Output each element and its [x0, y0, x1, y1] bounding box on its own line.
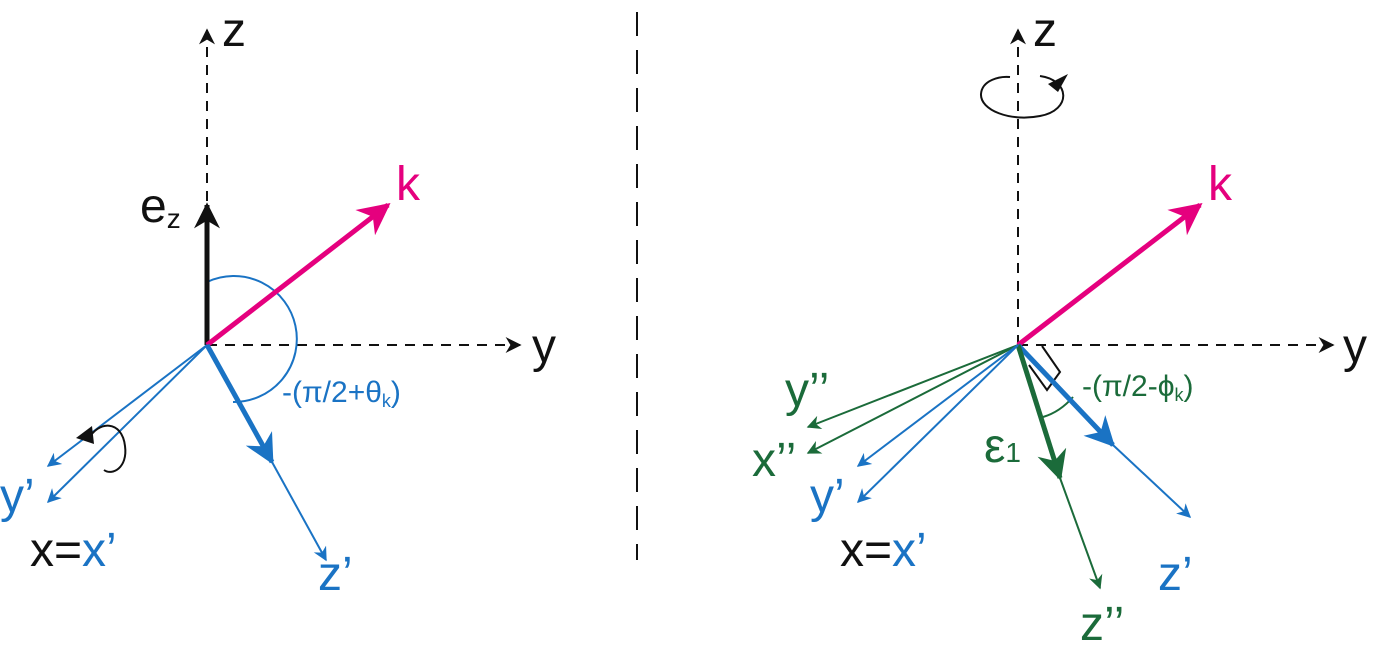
- left-yprime-label: y’: [0, 470, 35, 523]
- left-rotation-arrowhead: [76, 426, 94, 444]
- left-angle-label: -(π/2+θk): [282, 376, 401, 411]
- left-k-label: k: [396, 158, 421, 211]
- left-zprime-bold-vector: [204, 343, 275, 465]
- right-yprime-label: y’: [810, 470, 845, 523]
- left-angle-pre: -(π/2+θ: [282, 376, 382, 409]
- left-panel: z y ez k -(π/2+θk) y’ x=x’ z’: [0, 4, 556, 601]
- left-yprime-vector: [46, 344, 208, 467]
- left-angle-arc: [206, 275, 298, 404]
- right-x-eq: x=: [840, 524, 892, 577]
- left-zprime-vector: [271, 461, 327, 562]
- ez-label: ez: [140, 180, 181, 234]
- right-x-label: x=x’: [840, 524, 927, 577]
- epsilon1-label: ε1: [984, 420, 1021, 473]
- left-angle-sub: k: [382, 391, 392, 411]
- ydouble-vector: [806, 344, 1019, 429]
- epsilon1-base: ε: [984, 420, 1005, 473]
- left-y-axis-label: y: [532, 320, 556, 373]
- right-rotation-arrowhead: [1048, 74, 1068, 92]
- ydouble-label: y’’: [785, 364, 829, 417]
- right-zprime-label: z’: [1158, 548, 1193, 601]
- ez-label-base: e: [140, 180, 167, 233]
- right-k-label: k: [1208, 158, 1233, 211]
- left-rotation-arrow: [87, 424, 127, 473]
- left-z-axis-label: z: [222, 4, 246, 57]
- left-xprime-vector: [47, 344, 208, 503]
- left-k-vector: [205, 203, 391, 347]
- epsilon1-sub: 1: [1005, 437, 1021, 468]
- xdouble-label: x’’: [752, 434, 796, 487]
- zdouble-vector: [1059, 477, 1103, 590]
- xdouble-vector: [806, 344, 1019, 454]
- right-zprime-bold-vector: [1016, 343, 1116, 448]
- left-xprime-label: x’: [82, 524, 117, 577]
- left-x-eq: x=: [30, 524, 82, 577]
- left-angle-post: ): [391, 376, 401, 409]
- right-xprime-vector: [857, 344, 1019, 503]
- right-zprime-vector: [1112, 444, 1192, 518]
- left-x-label: x=x’: [30, 524, 117, 577]
- zdouble-label: z’’: [1080, 598, 1124, 651]
- right-rotation-arrow: [979, 75, 1065, 119]
- right-angle-post: ): [1184, 370, 1194, 403]
- right-angle-label: -(π/2-ϕk): [1082, 370, 1194, 405]
- right-xprime-label: x’: [892, 524, 927, 577]
- right-panel: z y k -(π/2-ϕk) y’’ x’’ y’ x=x’ ε1 z’ z’…: [752, 4, 1367, 651]
- left-zprime-label: z’: [318, 548, 353, 601]
- right-k-vector: [1016, 203, 1203, 347]
- ez-label-sub: z: [167, 203, 181, 234]
- right-yprime-vector: [856, 344, 1019, 467]
- right-z-axis-label: z: [1033, 4, 1057, 57]
- right-angle-pre: -(π/2-ϕ: [1082, 370, 1175, 403]
- right-angle-sub: k: [1175, 385, 1185, 405]
- epsilon1-vector: [1015, 344, 1067, 481]
- right-y-axis-label: y: [1343, 320, 1367, 373]
